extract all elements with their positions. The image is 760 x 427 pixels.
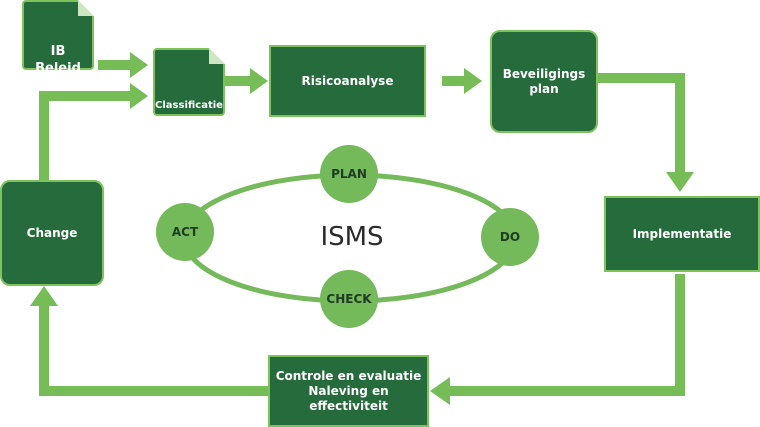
change-box: Change (0, 180, 104, 286)
classificatie-label: Classificatie VIB (155, 100, 223, 126)
controle-label: Controle en evaluatie Naleving en effect… (275, 368, 422, 413)
arrowhead-ib-to-classificatie (130, 52, 148, 78)
check-circle: CHECK (320, 270, 378, 328)
arrowhead-classificatie-to-risicoanalyse (250, 68, 268, 94)
page-fold-icon (209, 48, 225, 64)
arrowhead-risico-to-plan (464, 68, 482, 94)
arrow-change-to-classificatie (39, 91, 132, 180)
arrowhead-plan-to-implementatie (666, 172, 694, 192)
arrow-implementatie-to-controle (448, 274, 685, 396)
beveiligingsplan-label: Beveiligings plan (502, 66, 586, 96)
do-circle: DO (481, 208, 539, 266)
arrowhead-controle-to-change (30, 286, 58, 306)
plan-circle: PLAN (320, 145, 378, 203)
page-fold-icon (78, 0, 94, 16)
isms-label: ISMS (320, 222, 384, 252)
beveiligingsplan-box: Beveiligings plan (490, 30, 598, 133)
controle-box: Controle en evaluatie Naleving en effect… (268, 355, 429, 427)
risicoanalyse-label: Risicoanalyse (301, 73, 394, 88)
arrow-controle-to-change (39, 304, 268, 396)
arrowhead-implementatie-to-controle (430, 377, 450, 405)
risicoanalyse-box: Risicoanalyse (269, 45, 426, 117)
act-circle: ACT (156, 203, 214, 261)
implementatie-box: Implementatie (604, 196, 760, 272)
change-label: Change (26, 225, 78, 240)
ib-beleid-label: IB Beleid (35, 43, 81, 76)
ib-beleid-doc: IB Beleid (22, 0, 94, 76)
arrow-plan-to-implementatie (598, 73, 685, 174)
classificatie-doc: Classificatie VIB (153, 48, 225, 126)
arrowhead-change-to-classificatie (130, 83, 148, 109)
implementatie-label: Implementatie (632, 226, 732, 241)
